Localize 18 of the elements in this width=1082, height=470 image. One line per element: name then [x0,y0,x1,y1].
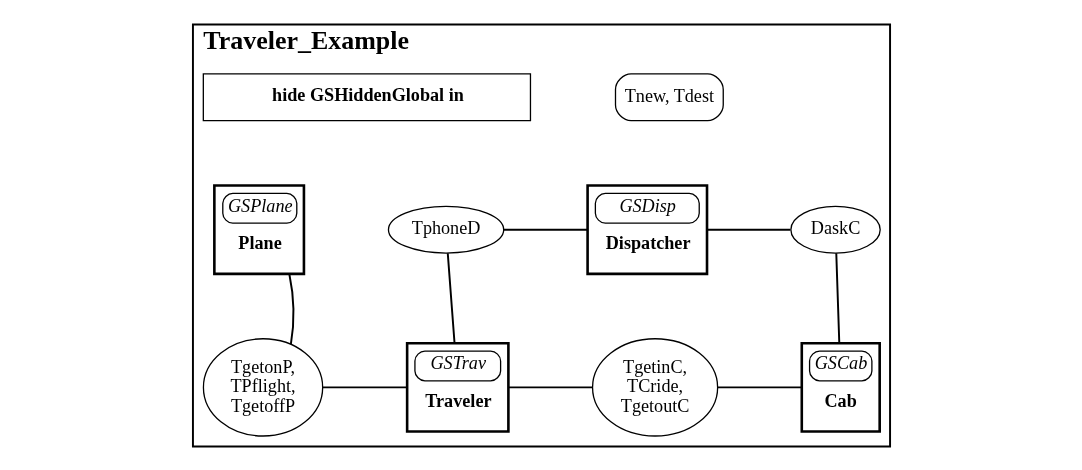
node-ellipse: TgetonP, TPflight, TgetoffP [202,337,323,437]
connector [321,385,408,388]
node-box: hide GSHiddenGlobal in [202,72,531,121]
connector [502,228,588,231]
node-box: GSCab Cab [800,341,881,433]
connector [705,228,791,231]
node-box: GSPlane Plane [212,183,305,275]
connector [716,385,802,388]
node-ellipse: TphoneD [387,205,504,254]
node-ellipse: DaskC [789,205,881,254]
connector [446,251,455,344]
connector [834,251,840,344]
node-box: Tnew, Tdest [614,72,724,121]
node-box: GSDisp Dispatcher [585,183,708,275]
node-box: GSTrav Traveler [405,341,510,433]
connector [287,272,294,345]
node-ellipse: TgetinC, TCride, TgetoutC [591,337,718,437]
connector [507,385,593,388]
